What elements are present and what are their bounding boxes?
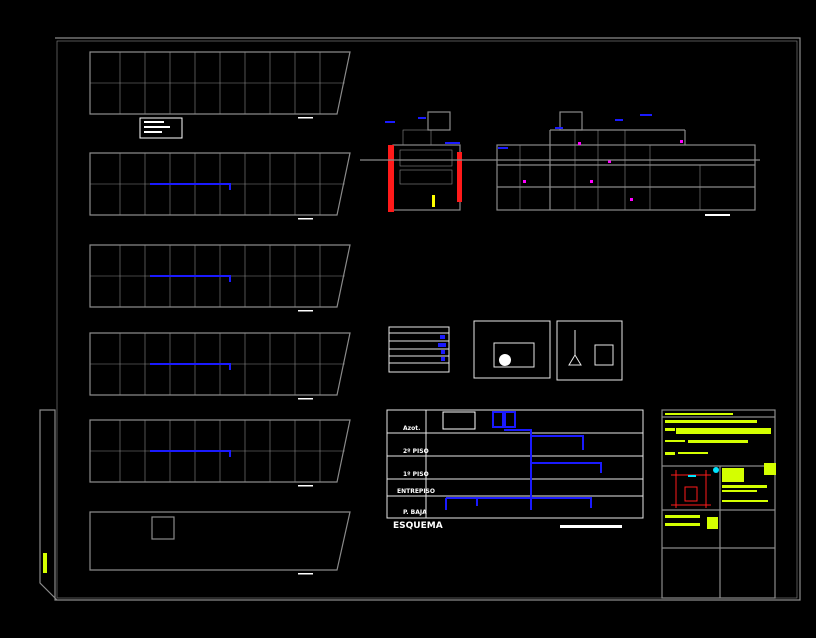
title-block: [661, 409, 776, 599]
level-label-2-piso: 2º PISO: [403, 448, 429, 455]
schematic-title: ESQUEMA: [393, 521, 443, 531]
riser-schematic: Azot. 2º PISO 1º PISO ENTREPISO P. BAJA …: [386, 409, 644, 531]
floor-plan: [89, 419, 351, 483]
detail-legend-table: [388, 326, 450, 373]
floor-plans: [89, 51, 351, 575]
floor-plan: [89, 332, 351, 396]
plan-legend: [139, 117, 183, 139]
building-section: [360, 111, 760, 216]
inner-border: [56, 40, 798, 599]
front-elevation: [385, 111, 462, 212]
detail-tank-drawing: [473, 320, 551, 379]
level-label-1-piso: 1º PISO: [403, 471, 429, 478]
location-map: [671, 467, 719, 508]
floor-plan: [89, 511, 351, 571]
level-label-planta-baja: P. BAJA: [403, 509, 427, 516]
detail-valve-drawing: [556, 320, 623, 381]
floor-plan: [89, 244, 351, 308]
floor-plan: [89, 152, 351, 216]
level-label-azotea: Azot.: [403, 425, 420, 432]
sheet-label: [43, 553, 47, 573]
floor-plan: [89, 51, 351, 115]
sheet-border: [39, 37, 801, 601]
level-label-entrepiso: ENTREPISO: [397, 488, 435, 495]
